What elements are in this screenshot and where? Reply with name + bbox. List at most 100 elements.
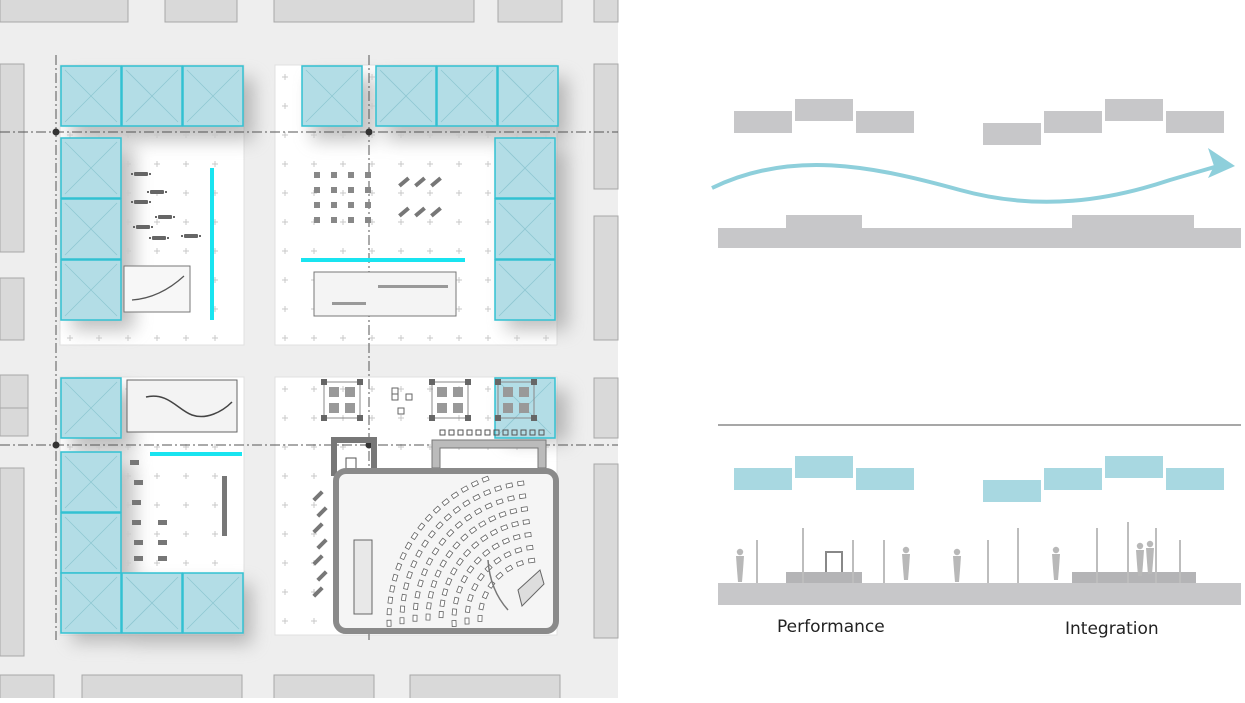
square-marker: [331, 217, 337, 223]
seat: [507, 495, 515, 502]
seat: [391, 573, 399, 582]
cyan-module: [494, 137, 556, 199]
seat: [427, 590, 434, 599]
row-square: [475, 429, 482, 436]
square-marker: [314, 217, 320, 223]
flow-arrowhead: [1208, 148, 1235, 178]
cluster-corner: [465, 415, 471, 421]
seat: [468, 526, 478, 535]
cyan-highlight-line: [150, 452, 242, 456]
seat: [410, 531, 419, 541]
seat: [438, 611, 444, 619]
seat-clusters: [321, 379, 537, 421]
module-diagonal: [64, 455, 118, 509]
person-body: [1136, 550, 1144, 576]
quadrant-bottom-left: [126, 379, 242, 561]
bench: [398, 176, 410, 188]
bench: [312, 554, 324, 566]
row-square: [511, 429, 518, 436]
bench: [134, 480, 143, 485]
small-square: [391, 387, 399, 395]
seat: [463, 548, 472, 558]
person-head: [1136, 542, 1144, 550]
cyan-module: [60, 198, 122, 260]
seat: [522, 519, 530, 525]
bench-end: [155, 216, 157, 218]
seat: [467, 593, 474, 602]
seat: [399, 605, 406, 613]
canopy-block: [1166, 468, 1224, 490]
seat: [493, 556, 502, 565]
bench: [312, 490, 324, 502]
bench-group: [131, 172, 201, 240]
module-diagonal: [379, 69, 433, 123]
seat: [515, 560, 524, 567]
bench: [130, 460, 139, 465]
cyan-module: [60, 512, 122, 574]
seat: [527, 557, 536, 564]
seat: [488, 515, 497, 523]
module-diagonal: [501, 69, 555, 123]
bench-end: [151, 226, 153, 228]
seat: [395, 562, 403, 571]
person-head: [953, 548, 961, 556]
cluster-frame: [431, 381, 469, 419]
bench: [414, 176, 426, 188]
person-body: [902, 554, 910, 580]
bench: [398, 206, 410, 218]
cyan-module: [375, 65, 437, 127]
cluster-corner: [357, 379, 363, 385]
person: [1146, 540, 1154, 574]
bench-end: [181, 235, 183, 237]
people-silhouettes: [736, 540, 1154, 582]
seat: [435, 521, 444, 530]
person-head: [1052, 546, 1060, 554]
seat: [412, 614, 418, 622]
seat: [517, 480, 525, 487]
seat: [478, 520, 487, 528]
arc: [487, 559, 509, 611]
module-diagonal: [64, 263, 118, 317]
module-diagonal: [305, 69, 359, 123]
module-diagonal: [498, 202, 552, 256]
bench: [134, 200, 148, 204]
seat: [466, 565, 475, 574]
cluster-seat: [437, 403, 447, 413]
seat: [450, 491, 460, 500]
seat: [455, 557, 464, 566]
bench: [332, 302, 366, 305]
stage-platform: [123, 265, 191, 313]
seat: [481, 591, 489, 600]
module-diagonal: [186, 576, 240, 630]
seat: [421, 539, 429, 548]
seat: [420, 568, 429, 577]
seat: [453, 596, 460, 605]
square-marker: [365, 172, 371, 178]
bench: [316, 538, 328, 550]
roof-block: [1105, 99, 1163, 121]
seat: [414, 590, 421, 599]
bench: [430, 176, 442, 188]
seat: [425, 613, 431, 621]
bench-end: [199, 235, 201, 237]
seat: [386, 619, 392, 627]
small-square: [405, 393, 413, 401]
seat: [460, 485, 469, 493]
seat: [445, 550, 454, 559]
bench: [158, 540, 167, 545]
cyan-module: [60, 65, 122, 127]
seat: [491, 542, 500, 551]
section-diagrams: [711, 99, 1241, 605]
seat: [434, 569, 442, 578]
module-diagonal: [64, 516, 118, 570]
seat: [424, 513, 433, 522]
seat: [477, 572, 485, 582]
seat: [474, 507, 483, 516]
seat: [400, 593, 407, 602]
seat: [410, 560, 418, 569]
square-marker: [365, 187, 371, 193]
square-marker: [348, 187, 354, 193]
square-marker: [348, 202, 354, 208]
roof-block: [856, 111, 914, 133]
bench: [158, 520, 167, 525]
